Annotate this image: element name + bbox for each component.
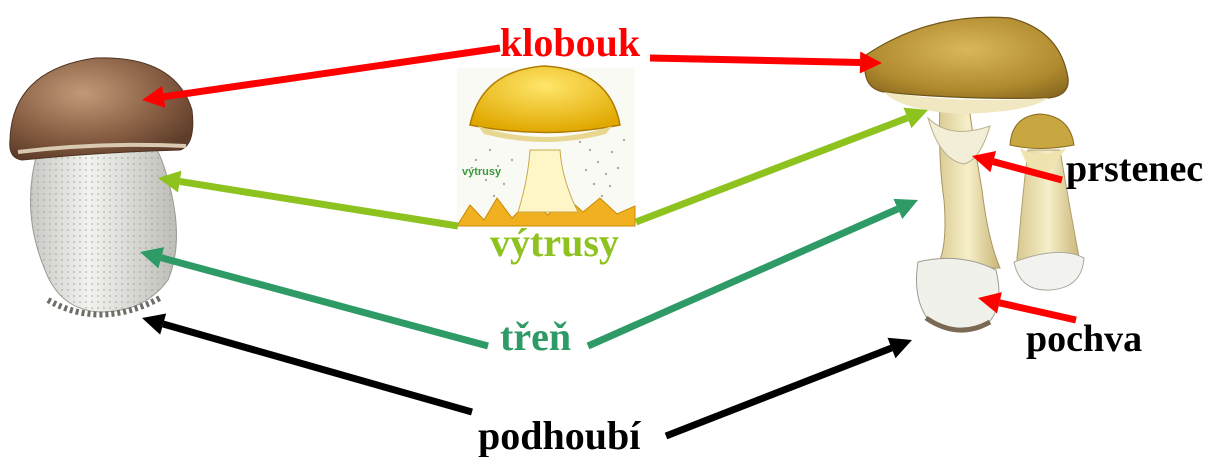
arrow-mycelium-left xyxy=(142,313,473,416)
arrow-ring xyxy=(972,151,1063,184)
label-stem: třeň xyxy=(500,314,571,359)
arrow-spores-right xyxy=(634,107,928,226)
death-cap-mushroom-image xyxy=(864,16,1085,333)
label-volva: pochva xyxy=(1026,318,1142,360)
arrow-layer xyxy=(140,44,1077,440)
arrow-spores-left xyxy=(158,170,459,230)
label-mycelium: podhoubí xyxy=(478,413,641,457)
porcini-mushroom-image xyxy=(9,57,194,318)
arrow-cap-right xyxy=(649,51,882,74)
arrow-stem-right xyxy=(586,198,918,350)
spore-image-caption: výtrusy xyxy=(462,166,502,178)
arrow-stem-left xyxy=(140,247,489,350)
spore-release-image: výtrusy xyxy=(456,65,636,227)
label-ring: prstenec xyxy=(1066,148,1203,190)
label-spores: výtrusy xyxy=(490,220,619,265)
arrow-mycelium-right xyxy=(664,337,912,440)
label-cap: klobouk xyxy=(500,20,641,65)
arrow-volva xyxy=(978,292,1077,324)
arrow-cap-left xyxy=(142,44,501,108)
